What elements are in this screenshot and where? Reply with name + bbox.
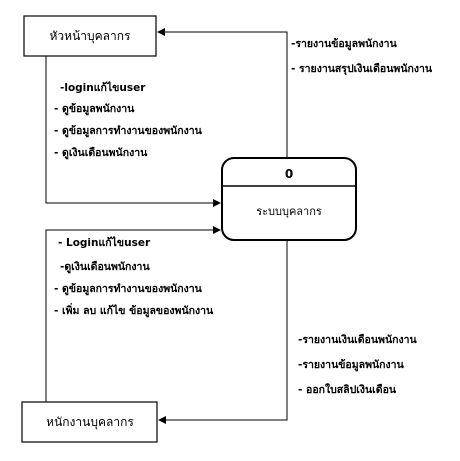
flow-label: -รายงานข้อมูลพนักงาน — [298, 358, 405, 372]
flow-label: - Loginแก้ไขuser — [58, 236, 151, 249]
flow-label: - ดูข้อมูลการทำงานของพนักงาน — [54, 124, 203, 138]
labels-head-to-process: -loginแก้ไขuser - ดูข้อมูลพนักงาน - ดูข้… — [54, 81, 203, 160]
flow-label: -รายงานเงินเดือนพนักงาน — [298, 333, 418, 346]
flow-label: - ดูข้อมูลการทำงานของพนักงาน — [54, 282, 203, 296]
entity-head-box — [23, 15, 157, 57]
flow-label: -ดูเงินเดือนพนักงาน — [60, 260, 150, 274]
flow-staff-to-process — [45, 226, 221, 402]
labels-process-to-staff: -รายงานเงินเดือนพนักงาน -รายงานข้อมูลพนั… — [298, 333, 418, 396]
flow-label: - รายงานสรุปเงินเดือนพนักงาน — [291, 62, 433, 76]
entity-staff-label: หนักงานบุคลากร — [46, 415, 134, 430]
process-name: ระบบบุคลากร — [256, 205, 322, 218]
entity-head-label: หัวหน้าบุคลากร — [50, 29, 132, 44]
flow-process-to-head — [157, 28, 288, 158]
flow-label: - เพิ่ม ลบ แก้ไข ข้อมูลของพนักงาน — [54, 302, 214, 318]
flow-head-to-process — [45, 56, 221, 207]
process-box — [221, 157, 357, 241]
flow-label: - ดูเงินเดือนพนักงาน — [54, 146, 148, 160]
flow-label: -รายงานข้อมูลพนักงาน — [291, 37, 398, 51]
process-id: 0 — [285, 167, 293, 181]
entity-staff-box — [21, 401, 158, 443]
labels-staff-to-process: - Loginแก้ไขuser -ดูเงินเดือนพนักงาน - ด… — [54, 236, 214, 318]
flow-label: - ดูข้อมูลพนักงาน — [54, 102, 135, 116]
flow-label: -loginแก้ไขuser — [60, 81, 146, 94]
flow-process-to-staff — [158, 240, 288, 424]
flow-label: - ออกใบสลิปเงินเดือน — [298, 382, 397, 396]
labels-process-to-head: -รายงานข้อมูลพนักงาน - รายงานสรุปเงินเดื… — [291, 37, 433, 76]
